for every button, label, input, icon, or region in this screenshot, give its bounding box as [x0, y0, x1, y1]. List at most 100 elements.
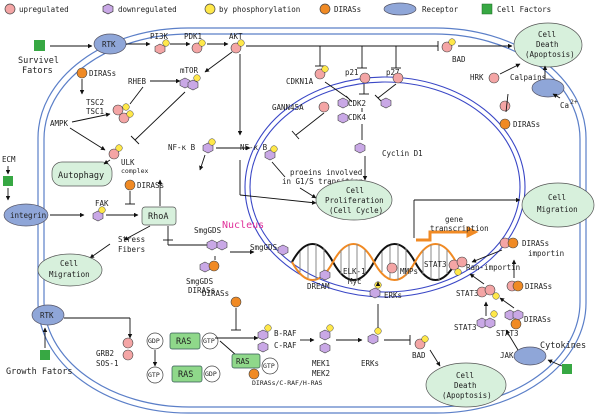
jak-receptor: [513, 346, 547, 366]
ecm-label: ECM: [2, 155, 16, 164]
integrin-label: integrin: [10, 211, 46, 220]
ulk-complex-label: complex: [121, 167, 148, 175]
gtp-1-label: GTP: [148, 371, 160, 379]
ras-3-label: RAS: [236, 357, 250, 366]
gann45a-label: GANN45A: [272, 103, 304, 112]
migration-right-1: Cell: [548, 193, 566, 202]
legend-receptor: Receptor: [422, 5, 459, 14]
gtp-3-label: GTP: [263, 362, 275, 370]
ca-superscript: 2+: [570, 98, 578, 106]
akt-label: AKT: [229, 32, 243, 41]
hrk-label: HRK: [470, 73, 484, 82]
dirass-rhoa-label: DIRASs: [137, 181, 164, 190]
erks-nucleus-label: ERKs: [384, 291, 402, 300]
fak-label: FAK: [95, 199, 109, 208]
nuclear-envelope-inner: [249, 81, 521, 293]
stat3-b-label: STAT3: [454, 323, 477, 332]
stress-fibers-1: Stress: [118, 235, 145, 244]
ecm-factor-icon: [3, 176, 13, 186]
legend-phosphorylation: by phosphorylation: [219, 5, 300, 14]
braf-label: B-RAF: [274, 329, 297, 338]
stat3-c-label: STAT3: [496, 329, 519, 338]
cell-death-bottom-1: Cell: [456, 371, 474, 380]
rhoa-label: RhoA: [148, 212, 168, 222]
jak-label: JAK: [500, 351, 514, 360]
stat3-nucleus-label: STAT3: [424, 260, 447, 269]
gene-transcription-1: gene: [445, 215, 464, 224]
cell-death-top-1: Cell: [538, 30, 556, 39]
bad-top-label: BAD: [452, 55, 466, 64]
nuclear-envelope-outer: [244, 76, 526, 298]
rtk-top-label: RTK: [102, 40, 116, 49]
transcription-arrow: [416, 226, 479, 242]
legend: upregulated downregulated by phosphoryla…: [4, 2, 551, 16]
rheb-label: RHEB: [128, 77, 147, 86]
dirass-ras-label: DIRASs: [202, 289, 229, 298]
pi3k-label: PI3K: [150, 32, 169, 41]
survival-factors-label-2: Fators: [22, 66, 53, 76]
nfkb-2-label: NF-κ B: [240, 143, 268, 152]
ras-box-1: [169, 332, 201, 350]
cytokine-factor-icon: [562, 364, 572, 374]
stress-fibers-2: Fibers: [118, 245, 145, 254]
ras-2-label: RAS: [178, 370, 193, 380]
cytokines-label: Cytokines: [540, 341, 586, 351]
migration-left-1: Cell: [60, 259, 78, 268]
tsc2-label: TSC2: [86, 98, 104, 107]
rtk-receptor-bottom: [31, 304, 65, 326]
growth-factors-label: Growth Fators: [6, 367, 73, 377]
cell-death-bottom-box: [425, 362, 507, 408]
dirass-icon: [319, 3, 331, 15]
legend-dirass: DIRASs: [334, 5, 361, 14]
cyclin-d1-label: Cyclin D1: [382, 149, 423, 158]
rtk-bottom-label: RTK: [40, 311, 54, 320]
cell-factors-icon: [481, 3, 493, 15]
migration-right-2: Migration: [537, 205, 578, 214]
nucleus-label: Nucleus: [222, 220, 264, 231]
p21-label: p21: [345, 68, 359, 77]
legend-downregulated: downregulated: [118, 5, 177, 14]
myc-label: Myc: [348, 277, 362, 286]
tsc1-label: TSC1: [86, 107, 104, 116]
p27-label: p27: [386, 68, 400, 77]
downregulated-icon: [102, 3, 114, 15]
growth-factor-icon: [40, 350, 50, 360]
dirass-importin-2: importin: [528, 249, 564, 258]
gdp-2-label: GDP: [205, 370, 217, 378]
erks-bottom-label: ERKs: [361, 359, 379, 368]
g1s-label-1: proeins involved: [290, 168, 362, 177]
smggds-2-label: SmgGDS: [250, 243, 278, 252]
gene-transcription-2: transcription: [430, 224, 489, 233]
gtp-2-label: GTP: [203, 337, 215, 345]
proliferation-2: Proliferation: [325, 196, 384, 205]
legend-cell-factors: Cell Factors: [497, 5, 551, 14]
dirass-1-label: DIRASs: [89, 69, 116, 78]
proliferation-3: (Cell Cycle): [329, 206, 383, 215]
gdp-1-label: GDP: [148, 337, 160, 345]
cell-proliferation-box: [315, 179, 393, 221]
ran-importin-label: Ran-importin: [466, 263, 520, 272]
smggds-1-label: SmgGDS: [194, 226, 222, 235]
legend-upregulated: upregulated: [19, 5, 69, 14]
mek2-label: MEK2: [312, 369, 330, 378]
bad-bottom-label: BAD: [412, 351, 426, 360]
survival-factors-label-1: Survivel: [18, 56, 59, 66]
dirass-calpain-label: DIRASs: [513, 120, 540, 129]
craf-label: C-RAF: [274, 341, 297, 350]
dirass-r2-label: DIRASs: [525, 282, 552, 291]
sos1-label: SOS-1: [96, 359, 119, 368]
survival-factor-icon: [34, 40, 45, 51]
cell-death-top-2: Death: [536, 40, 559, 49]
integrin-receptor: [3, 203, 49, 227]
dirass-importin-1: DIRASs: [522, 239, 549, 248]
ulk-label: ULK: [121, 158, 135, 167]
ampk-label: AMPK: [50, 119, 69, 128]
ras-box-3: [231, 353, 261, 369]
ras-box-2: [171, 365, 203, 383]
ras-1-label: RAS: [176, 337, 191, 347]
smggds-dirass-2: DIRASs: [188, 286, 215, 295]
migration-left-2: Migration: [49, 270, 90, 279]
nfkb-1-label: NF-κ B: [168, 143, 196, 152]
